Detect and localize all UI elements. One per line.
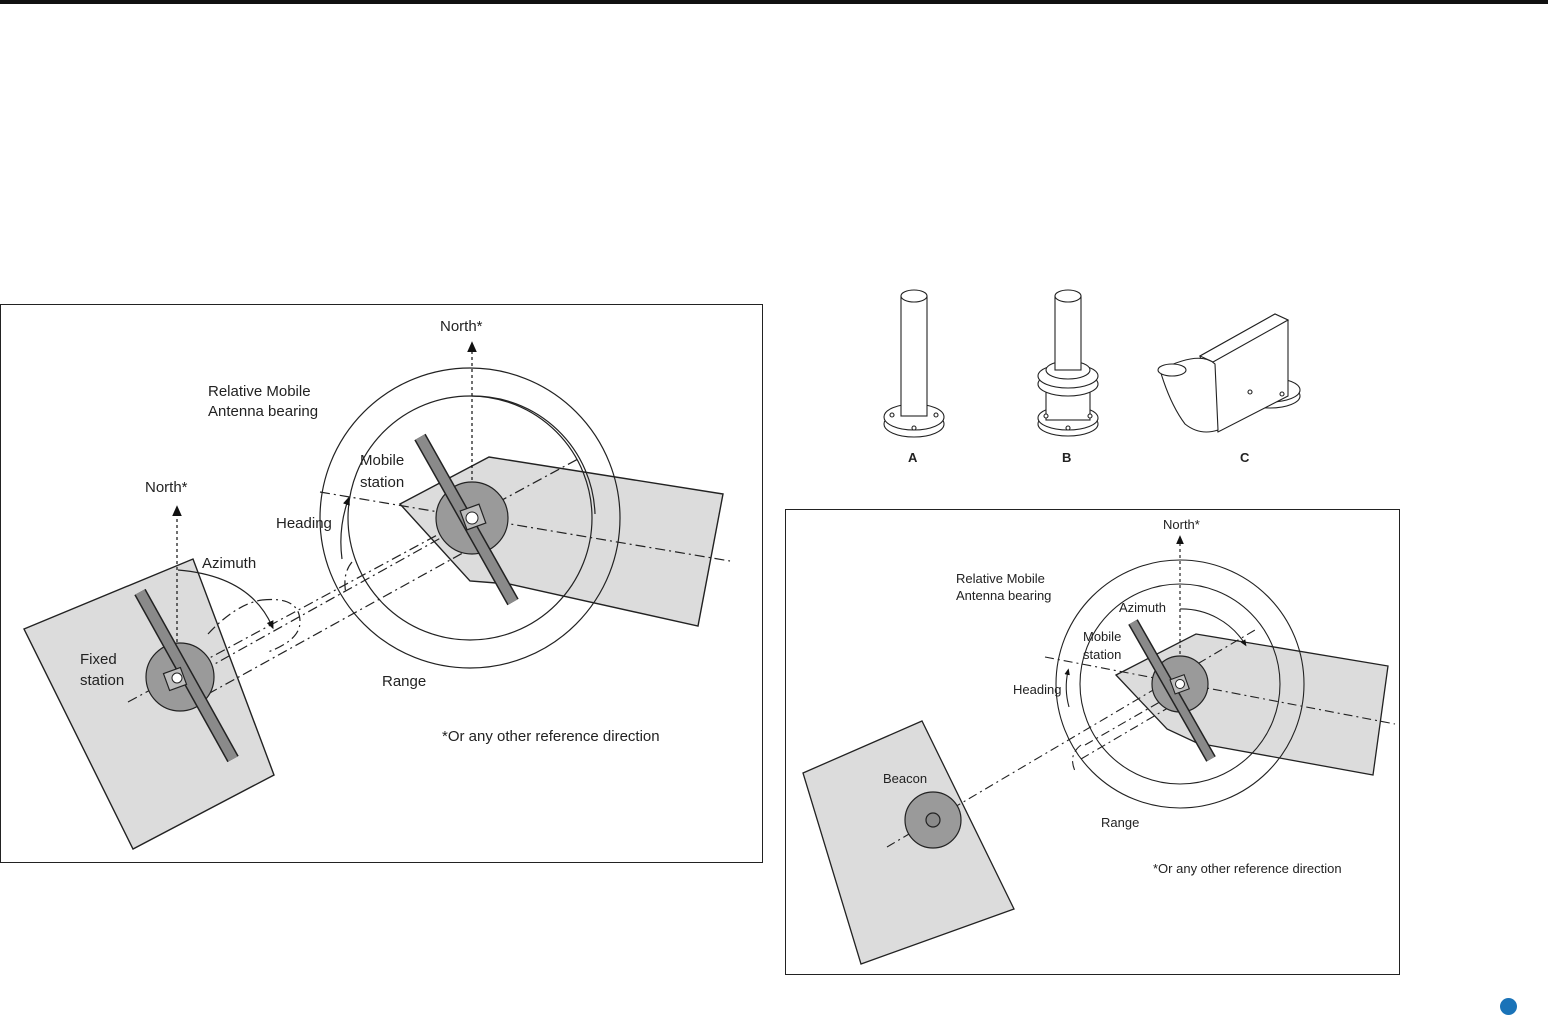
- antenna-a-label: A: [908, 450, 918, 465]
- north-label-mobile: North*: [440, 318, 483, 335]
- north-label-fixed: North*: [145, 479, 188, 496]
- footnote-right: *Or any other reference direction: [1153, 861, 1342, 876]
- figure-antenna-types: A B C: [870, 284, 1310, 468]
- relative-bearing-label-1: Relative Mobile: [208, 383, 311, 400]
- mobile-station-right-2: station: [1083, 647, 1121, 662]
- range-label-right: Range: [1101, 815, 1139, 830]
- north-label-right: North*: [1163, 517, 1200, 532]
- figure-fixed-mobile-geometry: North* Relative Mobile Antenna bearing M…: [0, 304, 764, 864]
- mobile-station-label-2: station: [360, 474, 404, 491]
- antenna-a-illustration: [884, 290, 944, 437]
- antenna-c-illustration: [1158, 314, 1300, 432]
- azimuth-label: Azimuth: [202, 555, 256, 572]
- range-label: Range: [382, 673, 426, 690]
- fixed-station-label-1: Fixed: [80, 651, 117, 668]
- heading-label: Heading: [276, 515, 332, 532]
- fixed-station-label-2: station: [80, 672, 124, 689]
- page-indicator-dot: [1500, 998, 1517, 1015]
- top-rule: [0, 0, 1548, 4]
- beacon-label: Beacon: [883, 771, 927, 786]
- antenna-b-illustration: [1038, 290, 1098, 436]
- relative-bearing-right-1: Relative Mobile: [956, 571, 1045, 586]
- mobile-station-right-1: Mobile: [1083, 629, 1121, 644]
- mobile-station-label-1: Mobile: [360, 452, 404, 469]
- figure-beacon-mobile-geometry: North* Relative Mobile Antenna bearing A…: [785, 509, 1401, 976]
- relative-bearing-label-2: Antenna bearing: [208, 403, 318, 420]
- footnote: *Or any other reference direction: [442, 728, 660, 745]
- heading-label-right: Heading: [1013, 682, 1061, 697]
- azimuth-label-right: Azimuth: [1119, 600, 1166, 615]
- antenna-c-label: C: [1240, 450, 1250, 465]
- relative-bearing-right-2: Antenna bearing: [956, 588, 1051, 603]
- antenna-b-label: B: [1062, 450, 1071, 465]
